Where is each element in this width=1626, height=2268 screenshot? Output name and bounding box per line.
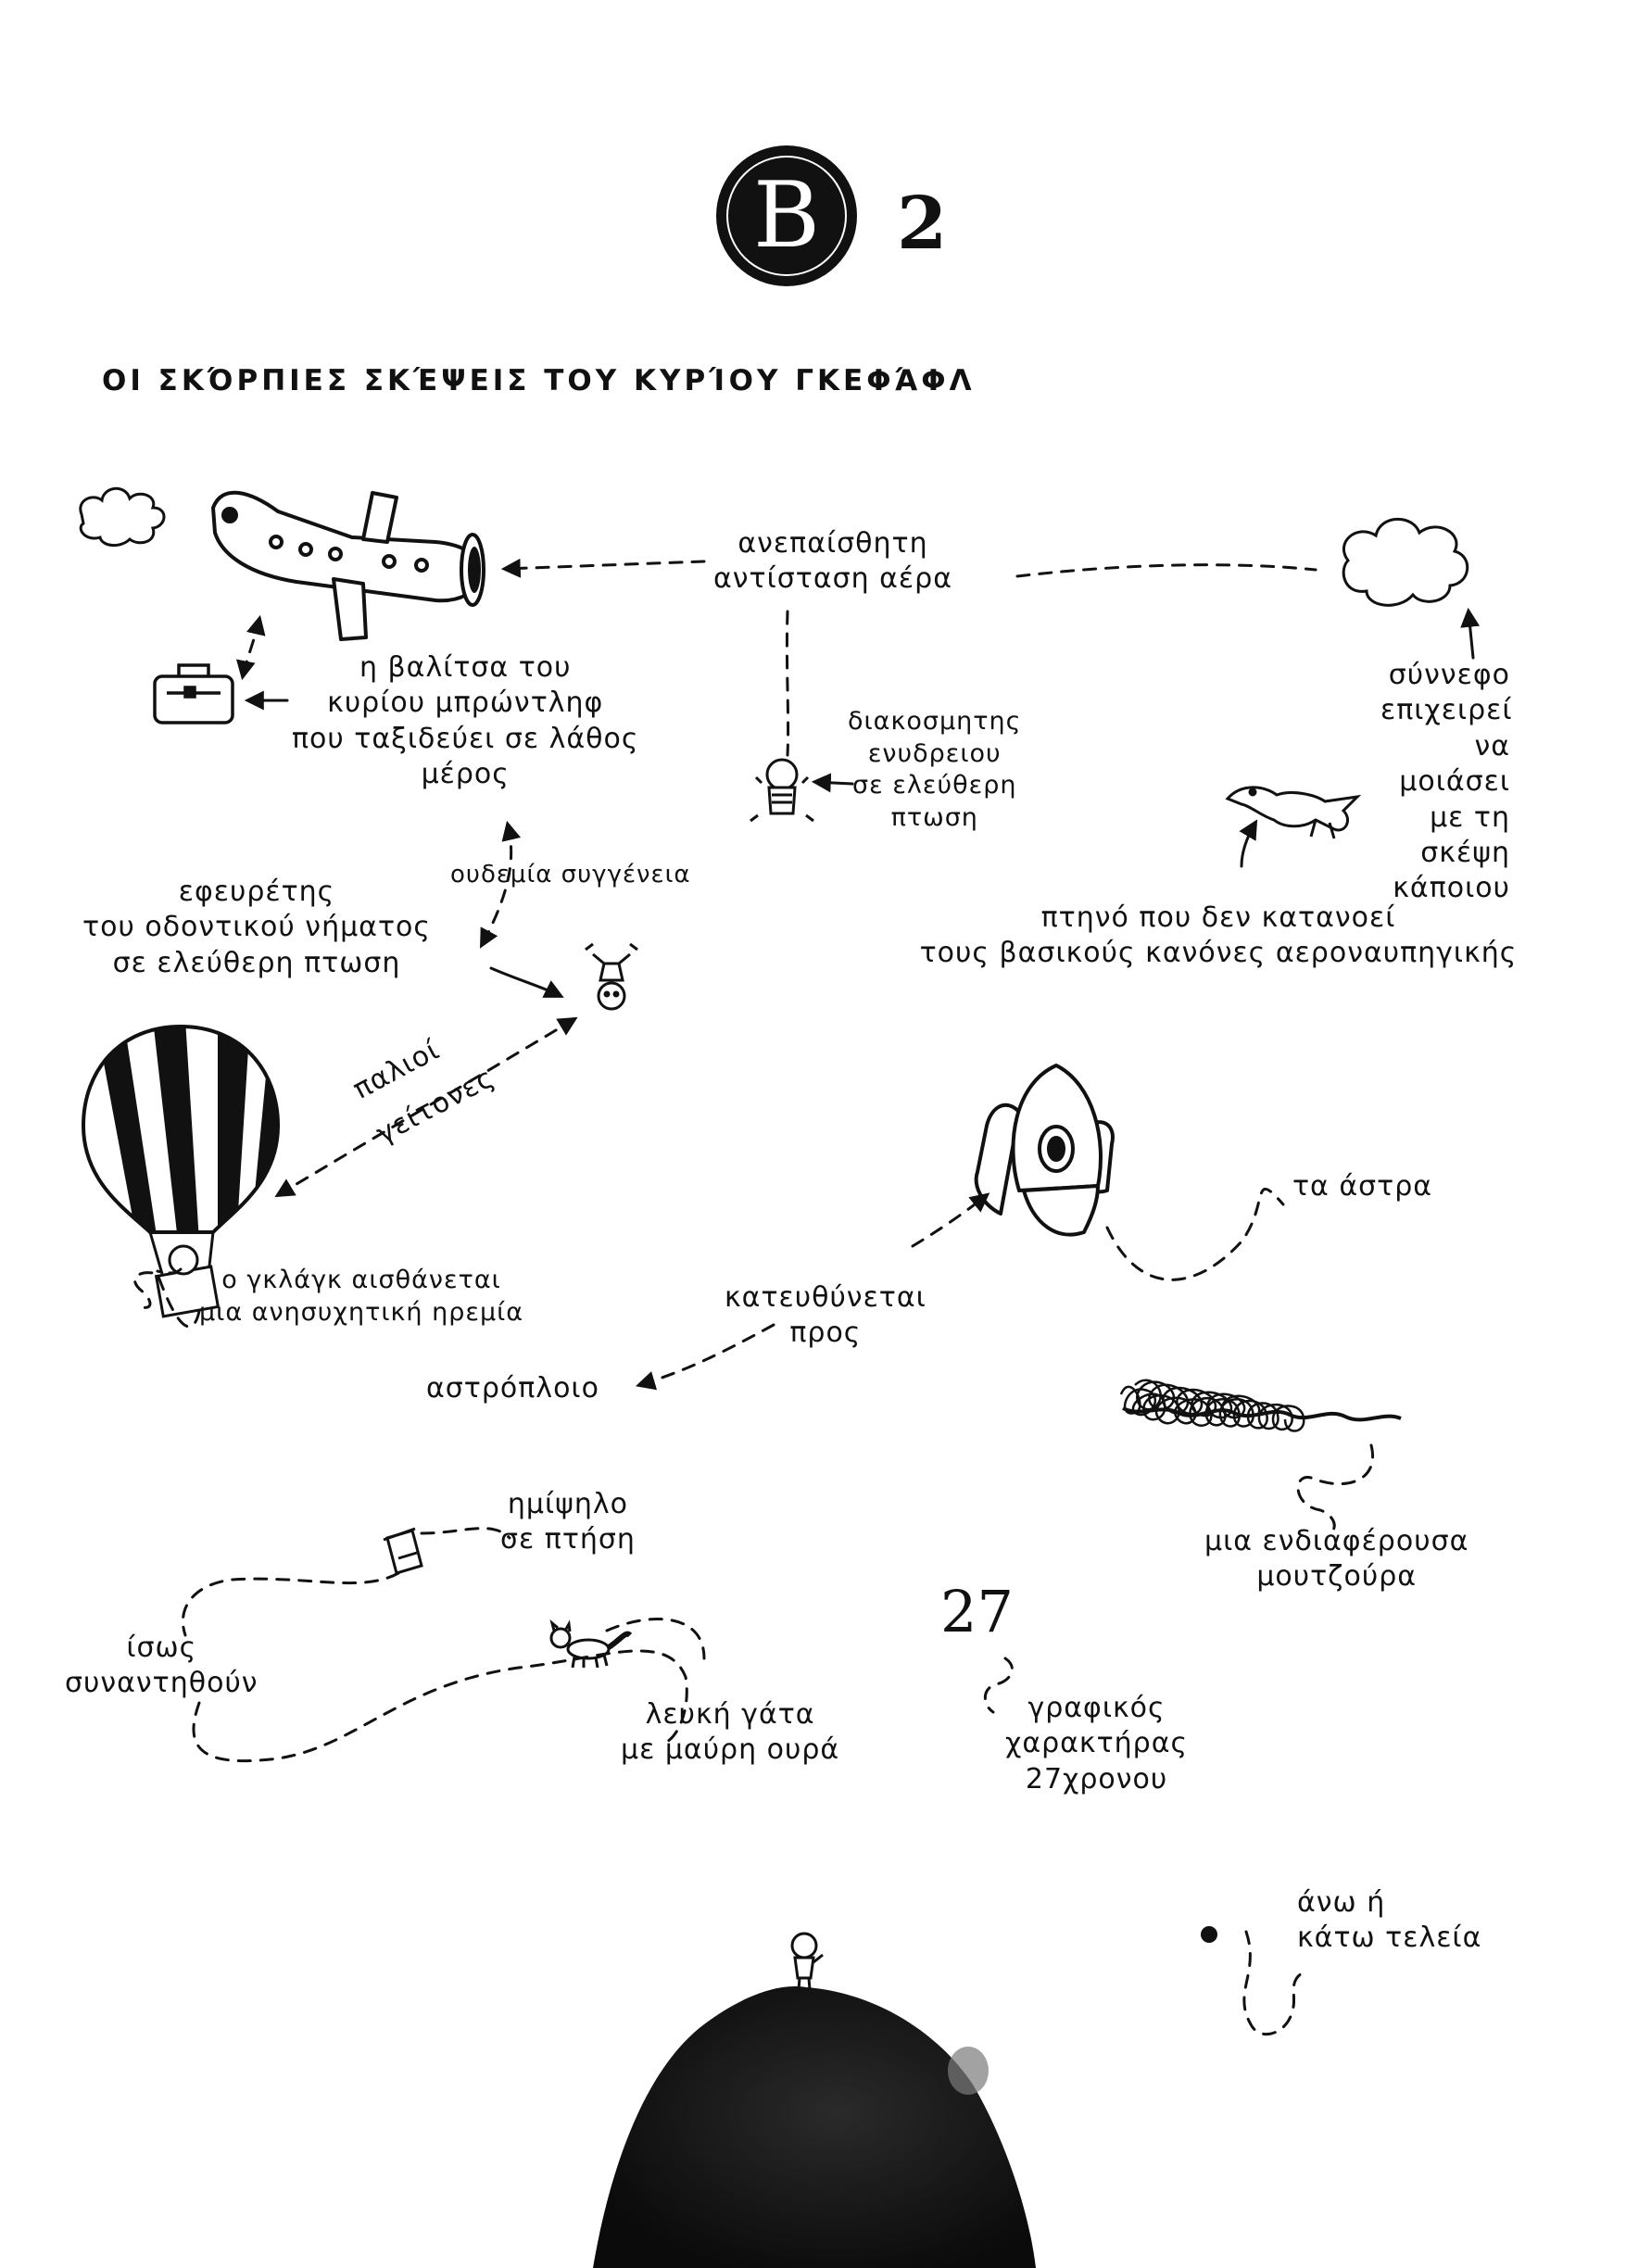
note-graphic-char: γραφικός χαρακτήρας 27χρονου: [1005, 1692, 1189, 1796]
note-stars: τα άστρα: [1292, 1170, 1433, 1203]
cat-icon: [549, 1619, 633, 1669]
number-27: 27: [940, 1578, 1014, 1645]
plane-suitcase-link: [236, 614, 266, 681]
heads-to-ship: [635, 1323, 775, 1391]
meet-line: [192, 1649, 688, 1763]
note-white-cat: λευκή γάτα με μαύρη ουρά: [621, 1698, 840, 1767]
suitcase-inventor-link: [480, 820, 522, 949]
note-cloud: σύννεφο επιχειρεί να μοιάσει με τη σκέψη…: [1380, 659, 1513, 905]
arrow-to-plane: [500, 558, 706, 578]
balloon-tail: [133, 1271, 201, 1329]
arrow-to-fan: [811, 773, 854, 793]
note-doodle: μια ενδιαφέρουσα μουτζούρα: [1204, 1525, 1469, 1594]
note-bird: πτηνό που δεν κατανοεί τους βασικούς καν…: [919, 901, 1518, 970]
resistance-to-fan: [785, 610, 790, 757]
dot-icon: [1201, 1926, 1217, 1943]
small-figure-icon: [790, 1932, 824, 1991]
num-tail: [983, 1657, 1014, 1714]
note-dot: άνω ή κάτω τελεία: [1297, 1886, 1482, 1955]
cat-tail-line: [605, 1618, 706, 1660]
glagk-tail: [156, 1267, 183, 1275]
note-heads-to: κατευθύνεται προς: [725, 1281, 926, 1350]
rocket-to-stars: [1105, 1187, 1285, 1281]
hat-tail: [420, 1527, 511, 1540]
note-inventor: εφευρέτης του οδοντικού νήματος σε ελεύθ…: [82, 876, 431, 979]
badge-number: 2: [897, 182, 948, 266]
neighbors-link: [274, 1016, 578, 1198]
fan-figure-icon: [750, 758, 814, 823]
hot-air-balloon-icon: [81, 1024, 281, 1318]
cloud-icon: [1342, 517, 1469, 607]
line-to-cloud: [1015, 563, 1317, 578]
hill-icon: [593, 1986, 1036, 2268]
airplane-icon: [211, 490, 485, 641]
cloud-arrow: [1460, 607, 1481, 660]
note-fan: διακοσμητης ενυδρειου σε ελεύθερη πτωση: [848, 707, 1022, 832]
note-no-relation: ουδεμία συγγένεια: [450, 861, 691, 888]
inventor-figure-icon: [585, 942, 638, 1011]
dashed-connectors: [133, 558, 1481, 2036]
bird-arrow: [1239, 819, 1258, 868]
note-spaceship: αστρόπλοιο: [426, 1372, 599, 1405]
arrow-to-inventor: [489, 966, 564, 998]
page-title: ΟΙ ΣΚΌΡΠΙΕΣ ΣΚΈΨΕΙΣ ΤΟΥ ΚΥΡΊΟΥ ΓΚΕΦΆΦΛ: [102, 364, 976, 397]
badge-letter: B: [752, 163, 821, 269]
rocket-icon: [974, 1064, 1115, 1237]
scribble-tail: [1296, 1443, 1375, 1535]
exhaust-cloud-icon: [79, 486, 166, 547]
note-glagk: ο γκλάγκ αισθάνεται μια ανησυχητική ηρεμ…: [199, 1266, 524, 1327]
note-semitone: ημίψηλο σε πτήση: [500, 1488, 636, 1556]
note-air-resistance: ανεπαίσθητη αντίσταση αέρα: [713, 527, 952, 596]
badge-icon: [716, 145, 857, 286]
hat-icon: [383, 1527, 423, 1575]
note-suitcase: η βαλίτσα του κυρίου μπρώντληφ που ταξιδ…: [292, 651, 639, 791]
heads-to-rocket: [911, 1192, 990, 1248]
scribble-icon: [1119, 1379, 1402, 1432]
hat-loop: [181, 1571, 400, 1637]
dot-tail: [1242, 1930, 1304, 2036]
bird-icon: [1225, 786, 1362, 839]
suitcase-icon: [153, 663, 234, 724]
hill-highlight: [948, 2047, 989, 2095]
note-maybe-meet: ίσως συναντηθούν: [65, 1632, 258, 1700]
